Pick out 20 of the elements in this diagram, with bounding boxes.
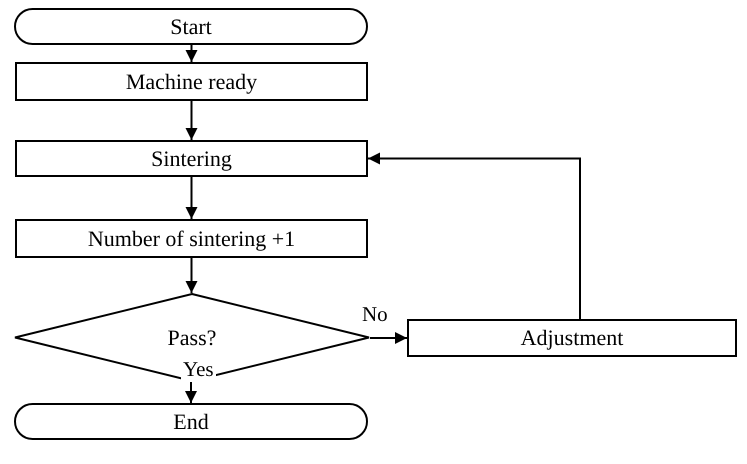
process-box — [15, 219, 368, 258]
node-text: Pass? — [168, 324, 216, 350]
arrow — [368, 152, 581, 319]
node-text: Machine ready — [126, 68, 258, 94]
process-box — [15, 62, 368, 101]
process-box — [15, 140, 368, 177]
node-text: Start — [170, 14, 212, 40]
terminator-box — [14, 403, 368, 440]
node-text: Adjustment — [520, 325, 624, 351]
terminator-box — [14, 8, 368, 45]
arrow — [370, 332, 407, 344]
arrow — [186, 45, 198, 62]
node-text: Number of sintering +1 — [88, 226, 296, 252]
node-text: End — [173, 408, 209, 434]
arrow — [185, 382, 197, 403]
node-text: Sintering — [151, 146, 232, 172]
arrow — [186, 177, 198, 219]
process-box — [407, 319, 737, 357]
arrow — [186, 101, 198, 140]
arrow — [186, 258, 198, 293]
